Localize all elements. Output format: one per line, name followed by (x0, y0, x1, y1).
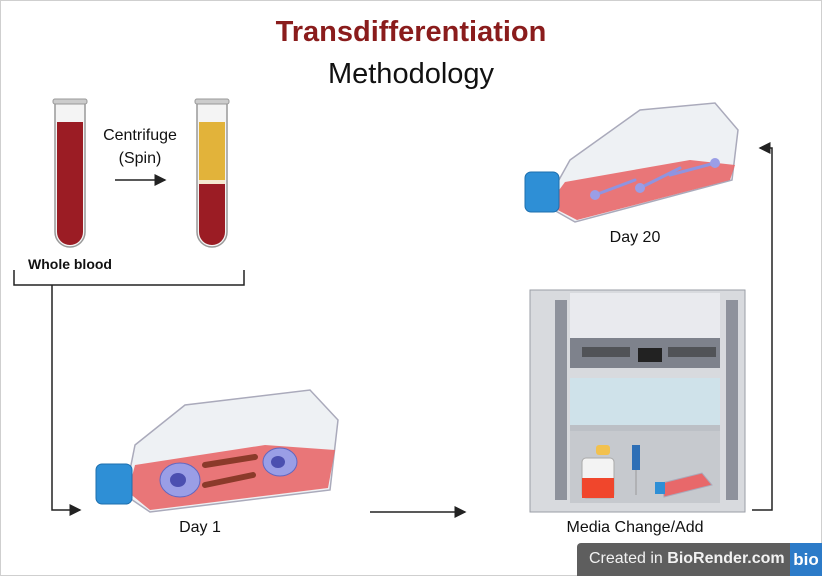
whole-blood-label: Whole blood (28, 256, 112, 272)
day20-label: Day 20 (609, 229, 661, 246)
title-line1: Transdifferentiation (275, 16, 547, 48)
fume-hood (529, 289, 746, 513)
arrow-to-day1 (51, 285, 82, 516)
centrifuge-label: Centrifuge (103, 127, 177, 144)
badge-prefix: Created in (589, 550, 668, 567)
whole-blood-tube (52, 98, 88, 248)
centrifuged-tube (194, 98, 230, 248)
day20-flask (524, 102, 739, 223)
title-line2: Methodology (327, 58, 495, 90)
bracket (13, 270, 245, 286)
arrow-to-day20 (752, 142, 773, 511)
day1-flask (95, 389, 339, 513)
biorender-logo: bio (790, 543, 822, 576)
biorender-badge[interactable]: Created in BioRender.com bio (577, 543, 822, 576)
day1-label: Day 1 (179, 519, 221, 536)
spin-label: (Spin) (118, 150, 162, 167)
media-change-label: Media Change/Add (566, 519, 704, 536)
badge-brand: BioRender.com (667, 550, 785, 567)
